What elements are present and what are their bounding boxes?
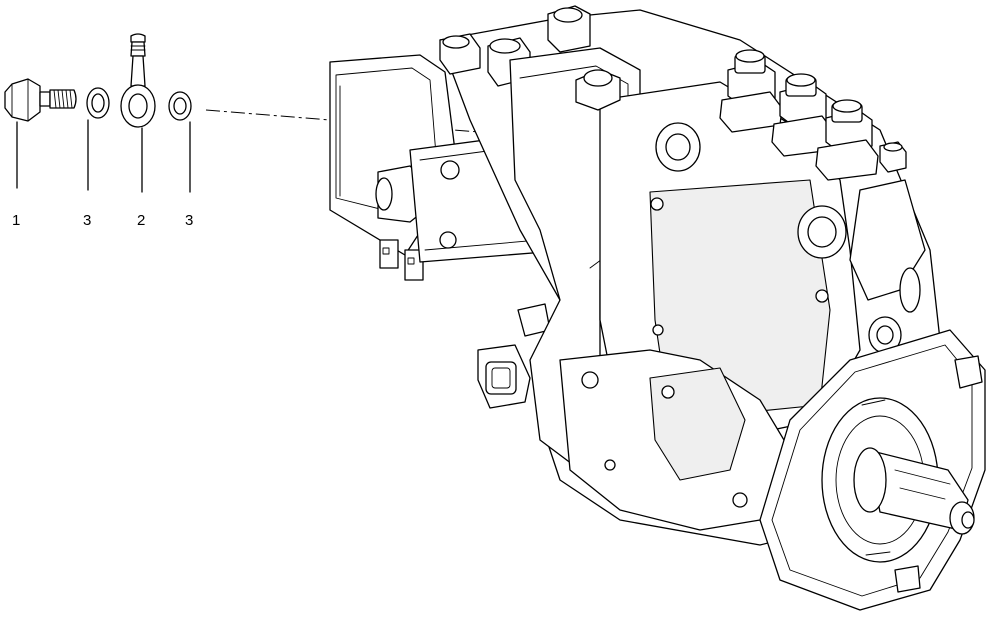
callout-3b: 3 (185, 212, 193, 229)
banjo-fitting-part[interactable] (120, 33, 156, 128)
sealing-washer-part-2[interactable] (168, 91, 192, 121)
lower-housing (559, 349, 791, 531)
sealing-washer-part[interactable] (86, 87, 110, 119)
right-cylinder (797, 179, 926, 354)
callout-2: 2 (137, 212, 145, 229)
connector-plug (477, 303, 551, 409)
banjo-port-boss (655, 122, 701, 172)
injection-pump-assembly (329, 5, 986, 611)
delivery-valves (719, 49, 907, 181)
flange-slot-top (954, 355, 983, 389)
drive-shaft (853, 447, 975, 535)
flange-slot-bottom (894, 565, 921, 593)
banjo-bolt-part[interactable] (4, 78, 77, 122)
callout-1: 1 (12, 212, 20, 229)
callout-3a: 3 (83, 212, 91, 229)
hex-nut-top (575, 69, 621, 111)
